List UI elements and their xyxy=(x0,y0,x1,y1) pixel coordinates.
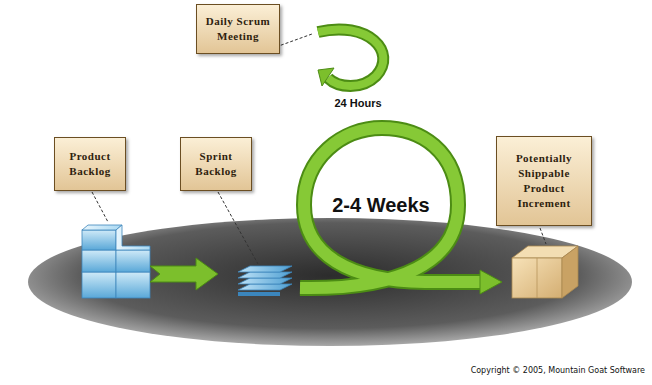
leader-line xyxy=(92,34,546,264)
copyright-note: Copyright © 2005, Mountain Goat Software xyxy=(471,366,645,375)
callout-text: Daily Scrum Meeting xyxy=(202,14,274,44)
daily-cycle-arrow xyxy=(318,29,383,86)
callout-text: Product Backlog xyxy=(60,149,120,179)
flow-arrow xyxy=(150,258,218,290)
sprint-cycle-arrow xyxy=(300,128,502,294)
callout-box: Product Backlog xyxy=(54,137,126,191)
cycle-label: 24 Hours xyxy=(332,97,383,109)
callout-text: Potentially Shippable Product Increment xyxy=(502,151,586,210)
callout-box: Daily Scrum Meeting xyxy=(196,4,280,54)
product-backlog-stack xyxy=(82,225,150,298)
callout-box: Potentially Shippable Product Increment xyxy=(496,136,592,226)
callout-box: Sprint Backlog xyxy=(180,137,252,191)
sprint-backlog-stack xyxy=(238,266,292,296)
cycle-label: 2-4 Weeks xyxy=(330,194,431,217)
shipping-package xyxy=(512,246,578,298)
callout-text: Sprint Backlog xyxy=(186,149,246,179)
